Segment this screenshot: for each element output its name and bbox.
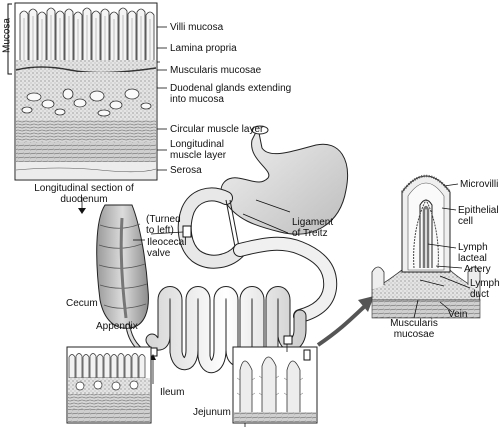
duodenal-glands-label-line2: into mucosa: [170, 94, 224, 105]
villi-mucosa-label: Villi mucosa: [170, 22, 224, 33]
jejunum-label: Jejunum: [193, 407, 231, 418]
cecum-label: Cecum: [66, 298, 98, 309]
circular-muscle-label: Circular muscle layer: [170, 124, 264, 135]
mucosa-label: Mucosa: [1, 18, 13, 54]
villus-detail: [371, 174, 481, 319]
colon-cecum: [96, 204, 153, 359]
ileocecal-valve-label-line1: Ileocecal: [147, 237, 187, 248]
ileum-label: Ileum: [160, 387, 185, 398]
longitudinal-muscle-label-line2: muscle layer: [170, 150, 227, 161]
section-caption-line2: duodenum: [60, 194, 108, 205]
muscularis-mucosae-villus-label-line1: Muscularis: [390, 318, 438, 329]
vein-label: Vein: [448, 309, 468, 320]
muscularis-mucosae-label: Muscularis mucosae: [170, 65, 262, 76]
lymph-lacteal-label-line2: lacteal: [458, 253, 487, 264]
ileum-inset: [66, 346, 152, 424]
duodenum-section-panel: [7, 2, 167, 214]
stomach: [220, 125, 348, 235]
epithelial-cell-label-line2: cell: [458, 216, 474, 227]
lamina-propria-label: Lamina propria: [170, 43, 237, 54]
artery-label: Artery: [464, 264, 491, 275]
epithelial-cell-label-line1: Epithelial: [458, 205, 499, 216]
section-caption-line1: Longitudinal section of: [34, 183, 134, 194]
ligament-of-treitz-label-line2: of Treitz: [292, 228, 328, 239]
jejunum-inset: [232, 346, 318, 427]
muscularis-mucosae-villus-label-line2: mucosae: [393, 329, 435, 340]
turned-label-line1: (Turned: [146, 214, 181, 225]
ileocecal-valve-label-line2: valve: [147, 248, 171, 259]
lymph-duct-label-line1: Lymph: [470, 278, 500, 289]
ligament-of-treitz-label-line1: Ligament: [292, 217, 334, 228]
serosa-label: Serosa: [170, 165, 202, 176]
appendix-label: Appendix: [96, 321, 138, 332]
microvilli-label: Microvilli: [460, 179, 499, 190]
turned-label-line2: to left): [146, 225, 174, 236]
lymph-duct-label-line2: duct: [470, 289, 489, 300]
lymph-lacteal-label-line1: Lymph: [458, 242, 488, 253]
duodenal-glands-label-line1: Duodenal glands extending: [170, 83, 292, 94]
longitudinal-muscle-label-line1: Longitudinal: [170, 139, 224, 150]
small-intestine-coils: [145, 236, 338, 384]
magnification-arrow: [303, 296, 374, 361]
